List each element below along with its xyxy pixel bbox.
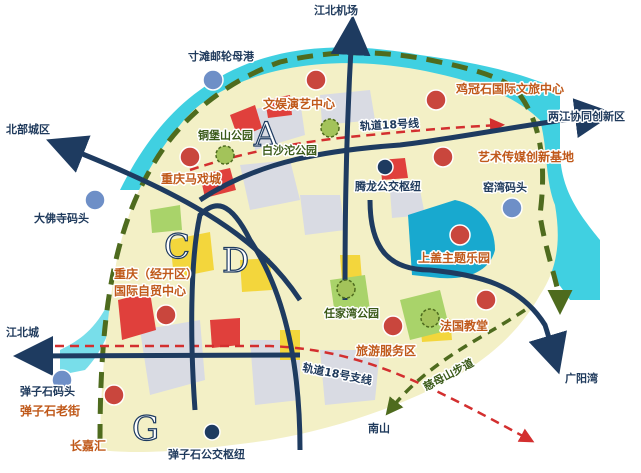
french-church-dot[interactable] bbox=[475, 289, 497, 311]
label-kuwan-pier: 窑湾码头 bbox=[483, 180, 527, 194]
route-to-east-innovation bbox=[198, 98, 615, 203]
label-east-innovation: 两江协同创新区 bbox=[548, 109, 625, 123]
tenglong-hub-dot[interactable] bbox=[376, 158, 394, 176]
zone-d: D bbox=[222, 241, 249, 281]
label-renjiawan-park: 任家湾公园 bbox=[323, 306, 379, 320]
route-main-west bbox=[189, 203, 303, 451]
label-jiguanshi: 鸡冠石国际文旅中心 bbox=[455, 81, 564, 96]
attraction-dots bbox=[103, 69, 497, 406]
label-danzishi-street: 弹子石老街 bbox=[20, 403, 80, 418]
label-tongbao-park: 铜堡山公园 bbox=[197, 128, 253, 142]
rail-line-18 bbox=[189, 118, 505, 172]
route-to-jiangbei-airport bbox=[330, 15, 371, 301]
label-french-church: 法国教堂 bbox=[440, 318, 488, 333]
danzishi-street-dot[interactable] bbox=[103, 384, 125, 406]
transit-dots bbox=[51, 69, 523, 441]
label-rail-18: 轨道18号线 bbox=[359, 116, 419, 133]
tourism-center-dot[interactable] bbox=[382, 315, 404, 337]
label-theme-park: 上盖主题乐园 bbox=[418, 250, 490, 265]
label-nanshan: 南山 bbox=[368, 421, 390, 435]
label-danzishi-pier: 弹子石码头 bbox=[20, 384, 75, 398]
label-cuntan-port: 寸滩邮轮母港 bbox=[188, 49, 255, 63]
renjiawan-park-dot[interactable] bbox=[336, 279, 356, 299]
opera-dot[interactable] bbox=[179, 146, 201, 168]
culture-center-dot[interactable] bbox=[305, 69, 327, 91]
label-tourism-center: 旅游服务区 bbox=[356, 343, 416, 358]
route-to-jiangbeicheng bbox=[13, 335, 301, 376]
label-trade-center-2: 国际自贸中心 bbox=[114, 283, 186, 298]
cimushan-trail bbox=[385, 308, 526, 416]
cuntan-port-dot[interactable] bbox=[202, 69, 224, 91]
park-dots bbox=[215, 118, 440, 328]
route-to-guangyang-bay bbox=[367, 199, 567, 375]
zone-c: C bbox=[164, 227, 190, 267]
label-jiangbei-airport: 江北机场 bbox=[314, 3, 358, 17]
danzishi-pier-dot[interactable] bbox=[51, 369, 73, 391]
label-guangyang-bay: 广阳湾 bbox=[565, 371, 598, 385]
kuwan-pier-dot[interactable] bbox=[501, 197, 523, 219]
danzishi-hub-dot[interactable] bbox=[203, 423, 221, 441]
trade-center-dot[interactable] bbox=[155, 304, 177, 326]
label-jiangbeicheng: 江北城 bbox=[6, 325, 39, 339]
rail-line-18-branch bbox=[40, 344, 535, 443]
district-boundary bbox=[97, 50, 523, 441]
baishatuo-park-dot[interactable] bbox=[320, 118, 340, 138]
route-to-north-district bbox=[46, 135, 303, 302]
label-baishatuo-park: 白沙沱公园 bbox=[262, 143, 317, 157]
label-danzishi-hub: 弹子石公交枢纽 bbox=[168, 447, 245, 461]
label-culture-center: 文娱演艺中心 bbox=[263, 96, 335, 111]
jiguanshi-dot[interactable] bbox=[425, 89, 447, 111]
dafosi-pier-dot[interactable] bbox=[84, 189, 106, 211]
label-tenglong-hub: 腾龙公交枢纽 bbox=[355, 179, 421, 193]
french-church-park-dot[interactable] bbox=[420, 308, 440, 328]
zone-g: G bbox=[132, 409, 159, 449]
tongbao-park-dot[interactable] bbox=[215, 145, 235, 165]
label-north-district: 北部城区 bbox=[6, 122, 50, 136]
label-art-base: 艺术传媒创新基地 bbox=[478, 149, 574, 164]
zone-a: A bbox=[253, 115, 279, 155]
label-dafosi-pier: 大佛寺码头 bbox=[34, 211, 89, 225]
label-changjia: 长嘉汇 bbox=[70, 438, 106, 453]
label-trade-center-1: 重庆（经开区） bbox=[114, 266, 198, 281]
art-base-dot[interactable] bbox=[432, 146, 454, 168]
label-opera: 重庆马戏城 bbox=[161, 171, 221, 186]
theme-park-dot[interactable] bbox=[449, 224, 471, 246]
